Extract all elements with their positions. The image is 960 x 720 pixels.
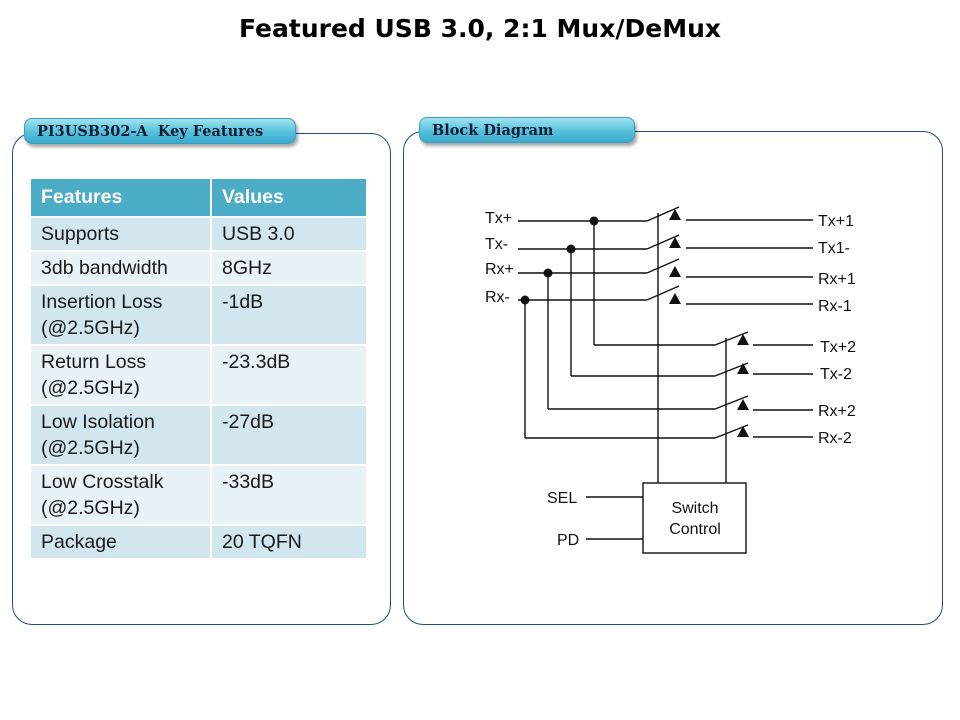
junction-dot — [520, 295, 530, 305]
table-header-row: Features Values — [29, 177, 368, 218]
feature-cell: Return Loss (@2.5GHz) — [29, 344, 212, 406]
diagram-wires — [518, 206, 813, 554]
feature-cell: Low Crosstalk (@2.5GHz) — [29, 464, 212, 526]
switch-contact-mark — [737, 399, 749, 410]
feature-cell: Supports — [29, 216, 212, 252]
value-cell: 20 TQFN — [210, 524, 368, 560]
key-features-tab: PI3USB302-A Key Features — [24, 118, 296, 144]
output-label: Tx-2 — [820, 366, 852, 383]
diagram-marks — [520, 209, 749, 437]
input-label: Tx- — [485, 236, 508, 253]
table-row: Return Loss (@2.5GHz) -23.3dB — [29, 344, 368, 406]
switch-control-label: Switch — [671, 500, 718, 517]
output-label: Tx+1 — [818, 213, 854, 230]
feature-cell: Insertion Loss (@2.5GHz) — [29, 284, 212, 346]
junction-dot — [543, 268, 553, 278]
input-label: Tx+ — [485, 210, 512, 227]
output-label: Rx+2 — [818, 403, 856, 420]
block-diagram: Tx+ Tx- Rx+ Rx- Tx+1 Tx1- Rx+1 Rx-1 Tx+2… — [485, 206, 856, 554]
value-cell: 8GHz — [210, 250, 368, 286]
switch-contact-mark — [737, 363, 749, 374]
output-label: Rx-1 — [818, 298, 852, 315]
output-label: Rx+1 — [818, 271, 856, 288]
input-label: Rx- — [485, 289, 510, 306]
table-row: Supports USB 3.0 — [29, 216, 368, 252]
output-label: Rx-2 — [818, 430, 852, 447]
value-cell: USB 3.0 — [210, 216, 368, 252]
feature-cell: 3db bandwidth — [29, 250, 212, 286]
table-row: Package 20 TQFN — [29, 524, 368, 560]
page-title: Featured USB 3.0, 2:1 Mux/DeMux — [238, 14, 721, 43]
control-input-label: SEL — [547, 490, 577, 507]
table-row: Low Isolation (@2.5GHz) -27dB — [29, 404, 368, 466]
input-label: Rx+ — [485, 261, 514, 278]
control-input-label: PD — [557, 532, 579, 549]
output-label: Tx+2 — [820, 339, 856, 356]
features-table: Features Values Supports USB 3.0 3db ban… — [29, 177, 368, 560]
switch-control-label: Control — [669, 521, 721, 538]
table-row: Insertion Loss (@2.5GHz) -1dB — [29, 284, 368, 346]
value-cell: -33dB — [210, 464, 368, 526]
junction-dot — [589, 216, 599, 226]
feature-cell: Package — [29, 524, 212, 560]
feature-cell: Low Isolation (@2.5GHz) — [29, 404, 212, 466]
table-row: Low Crosstalk (@2.5GHz) -33dB — [29, 464, 368, 526]
block-diagram-tab: Block Diagram — [419, 117, 635, 143]
switch-contact-mark — [669, 237, 681, 248]
value-cell: -1dB — [210, 284, 368, 346]
switch-contact-mark — [669, 266, 681, 277]
table-row: 3db bandwidth 8GHz — [29, 250, 368, 286]
value-cell: -27dB — [210, 404, 368, 466]
junction-dot — [566, 244, 576, 254]
switch-contact-mark — [737, 426, 749, 437]
header-features: Features — [29, 177, 212, 218]
value-cell: -23.3dB — [210, 344, 368, 406]
switch-contact-mark — [669, 293, 681, 304]
header-values: Values — [210, 177, 368, 218]
output-label: Tx1- — [818, 240, 850, 257]
switch-contact-mark — [737, 334, 749, 345]
switch-contact-mark — [669, 209, 681, 220]
